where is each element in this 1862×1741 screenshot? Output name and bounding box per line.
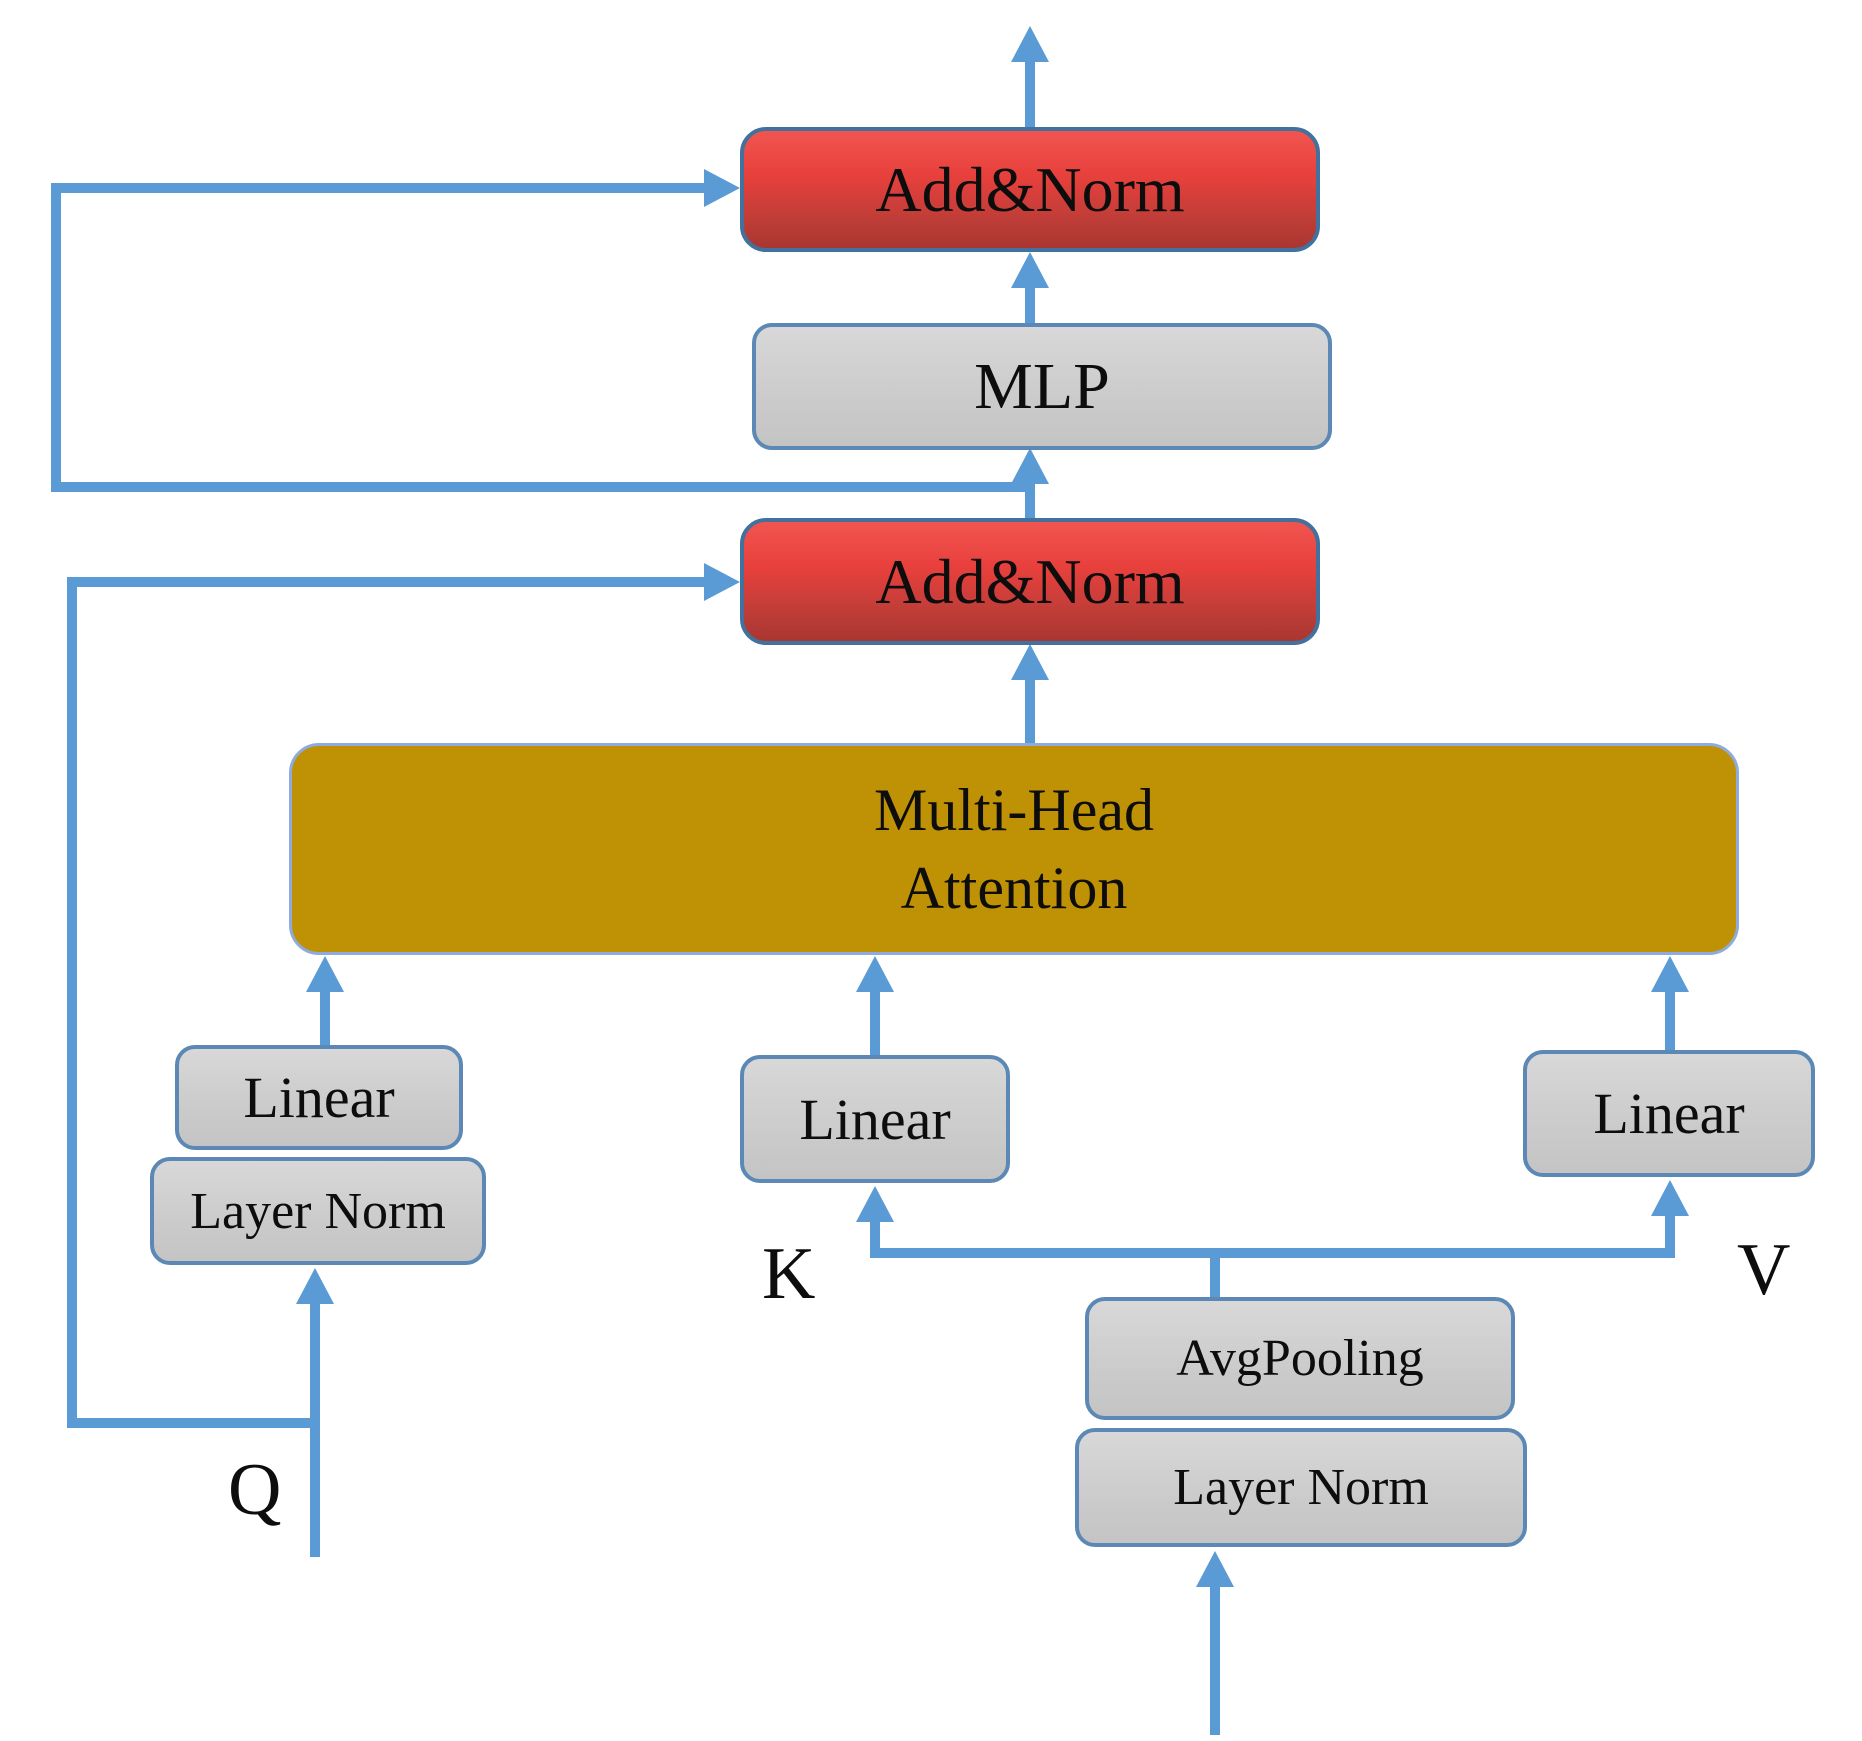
mha-label-line2: Attention	[900, 855, 1128, 921]
arrow-head-q-input	[296, 1268, 334, 1304]
layer-norm-kv-node: Layer Norm	[1075, 1428, 1527, 1547]
arrow-head-into-linear-k	[856, 1186, 894, 1222]
skip2-vertical-line	[67, 577, 77, 1428]
arrow-head-mlp-to-addnorm	[1011, 252, 1049, 288]
arrow-head-into-linear-v	[1651, 1180, 1689, 1216]
skip1-vertical-line	[51, 183, 61, 492]
arrow-line-v-into-mha	[1665, 988, 1675, 1050]
mha-label-line1: Multi-Head	[874, 777, 1154, 843]
arrow-line-into-linear-k	[870, 1218, 880, 1258]
skip2-top-line	[67, 577, 708, 587]
skip2-branch-line	[67, 1418, 320, 1428]
linear-q-node: Linear	[175, 1045, 463, 1150]
kv-connector-line	[870, 1248, 1675, 1258]
skip1-bottom-line	[51, 482, 1035, 492]
mlp-node: MLP	[752, 323, 1332, 450]
linear-v-node: Linear	[1523, 1050, 1815, 1177]
arrow-line-k-into-mha	[870, 988, 880, 1055]
q-input-line	[310, 1300, 320, 1557]
k-input-label: K	[762, 1233, 816, 1315]
arrow-head-v-into-mha	[1651, 956, 1689, 992]
arrow-head-output	[1011, 26, 1049, 62]
arrow-line-mlp-to-addnorm	[1025, 284, 1035, 323]
arrow-head-kv-input	[1196, 1551, 1234, 1587]
q-input-label: Q	[228, 1449, 282, 1531]
arrow-head-mha-to-addnorm	[1011, 644, 1049, 680]
arrow-line-mha-to-addnorm	[1025, 676, 1035, 743]
multi-head-attention-node: Multi-Head Attention	[289, 743, 1739, 955]
linear-k-node: Linear	[740, 1055, 1010, 1183]
layer-norm-q-node: Layer Norm	[150, 1157, 486, 1265]
arrow-head-skip2	[704, 563, 740, 601]
arrow-head-addnorm-to-mlp	[1011, 448, 1049, 484]
arrow-head-k-into-mha	[856, 956, 894, 992]
avg-pooling-node: AvgPooling	[1085, 1297, 1515, 1420]
arrow-line-into-linear-v	[1665, 1212, 1675, 1258]
skip1-top-line	[51, 183, 708, 193]
kv-input-line	[1210, 1583, 1220, 1735]
v-input-label: V	[1737, 1229, 1791, 1311]
arrow-head-q-into-mha	[306, 956, 344, 992]
add-norm-mid-node: Add&Norm	[740, 518, 1320, 645]
arrow-head-skip1	[704, 169, 740, 207]
arrow-line-output	[1025, 58, 1035, 127]
connector-to-avgpooling	[1210, 1253, 1220, 1301]
arrow-line-addnorm-to-mlp	[1025, 480, 1035, 518]
arrow-line-q-into-mha	[320, 988, 330, 1045]
add-norm-top-node: Add&Norm	[740, 127, 1320, 252]
